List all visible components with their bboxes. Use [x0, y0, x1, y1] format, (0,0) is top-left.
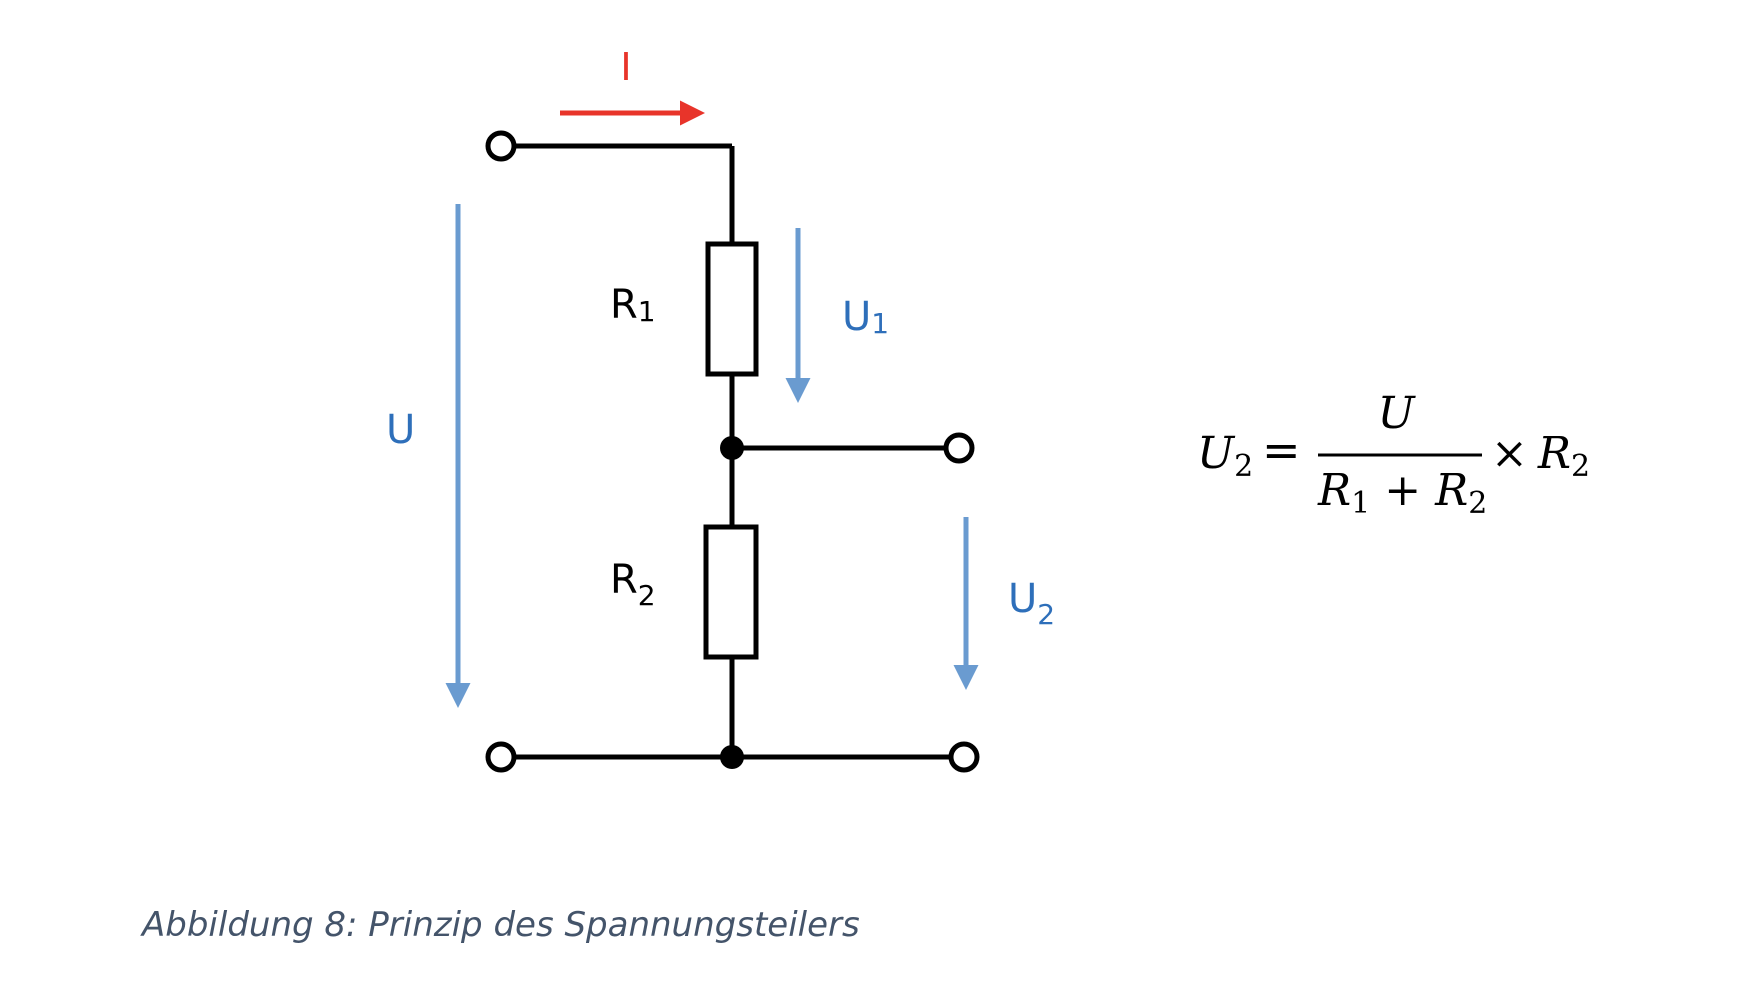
- resistor-label-r2: R2: [610, 557, 656, 612]
- resistor-label-r1-main: R: [610, 282, 638, 328]
- formula-lhs-main: U: [1197, 428, 1236, 479]
- formula-factor-sub: 2: [1571, 449, 1590, 484]
- formula-lhs: U2: [1197, 428, 1253, 484]
- terminal-top-left: [485, 130, 517, 162]
- resistor-label-r2-main: R: [610, 557, 638, 603]
- formula-equals: =: [1262, 423, 1301, 477]
- formula-denominator: R1+R2: [1317, 465, 1487, 521]
- resistor-r1: [705, 241, 759, 377]
- formula-den-r2-sub: 2: [1468, 486, 1487, 521]
- terminal-tap-right: [943, 432, 975, 464]
- voltage-label-u: U: [386, 407, 415, 453]
- terminal-bottom-right: [948, 741, 980, 773]
- resistor-label-r1-sub: 1: [638, 295, 656, 328]
- voltage-label-u1-sub: 1: [871, 307, 889, 340]
- voltage-label-u2-main: U: [1008, 576, 1037, 622]
- formula-lhs-sub: 2: [1234, 449, 1253, 484]
- formula-times: ×: [1491, 428, 1528, 479]
- resistor-label-r2-sub: 2: [638, 579, 656, 612]
- voltage-divider-formula: U2 = U R1+R2 ×R2: [1197, 388, 1590, 521]
- voltage-label-u1-main: U: [842, 294, 871, 340]
- formula-factor: R: [1537, 428, 1571, 479]
- voltage-label-u2-sub: 2: [1037, 598, 1055, 631]
- resistor-label-r1: R1: [610, 282, 656, 328]
- formula-den-r1-sub: 1: [1351, 486, 1370, 521]
- formula-numerator: U: [1377, 388, 1416, 439]
- junction-tap: [720, 436, 744, 460]
- terminal-bottom-left: [485, 741, 517, 773]
- formula-den-r2: R: [1434, 465, 1468, 516]
- voltage-label-u1: U1: [842, 294, 889, 340]
- formula-den-r1: R: [1317, 465, 1351, 516]
- figure-caption: Abbildung 8: Prinzip des Spannungsteiler…: [142, 905, 860, 945]
- formula-plus: +: [1384, 465, 1421, 516]
- formula-product: ×R2: [1491, 428, 1590, 484]
- current-label: I: [620, 45, 631, 89]
- resistor-r2: [703, 524, 759, 660]
- voltage-label-u2: U2: [1008, 576, 1055, 631]
- junction-bottom: [720, 745, 744, 769]
